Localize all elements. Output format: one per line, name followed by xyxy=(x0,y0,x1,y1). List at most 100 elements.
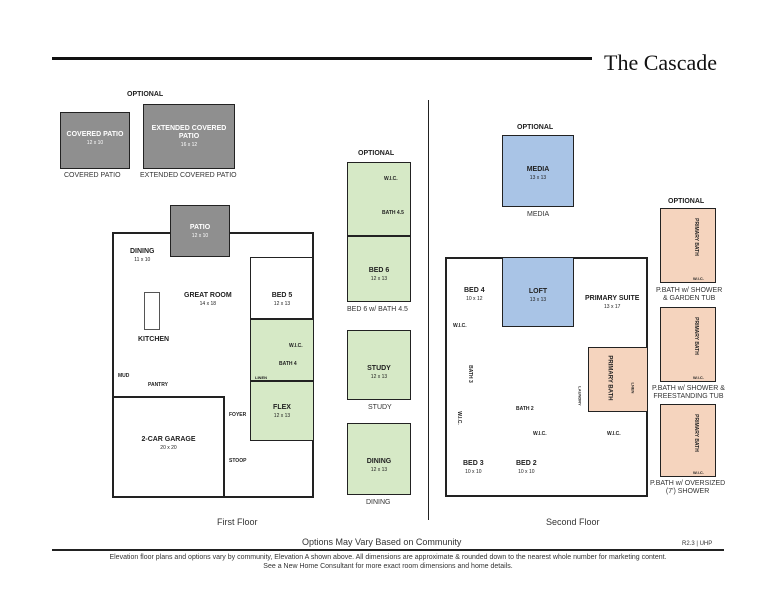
bath4-label: BATH 4 xyxy=(279,361,297,367)
bed3-name: BED 3 xyxy=(463,460,484,467)
bath3-label: BATH 3 xyxy=(466,365,473,383)
wic-a-label: W.I.C. xyxy=(453,323,467,329)
dining-room: DINING 11 x 10 xyxy=(130,248,155,264)
great-room-dims: 14 x 18 xyxy=(199,301,217,307)
options-note: Options May Vary Based on Community xyxy=(302,537,462,547)
plan-title: The Cascade xyxy=(604,50,717,75)
study-name: STUDY xyxy=(367,365,391,372)
bath-option-1-caption-1: P.BATH w/ SHOWER xyxy=(656,287,723,294)
primary-suite-dims: 13 x 17 xyxy=(604,304,621,310)
wic-c-label: W.I.C. xyxy=(533,431,547,437)
laundry-label: LAUNDRY xyxy=(577,386,583,406)
wic-d-label: W.I.C. xyxy=(607,431,621,437)
primary-bath-room: PRIMARY BATH LNEN xyxy=(588,347,648,412)
bed6-option: W.I.C. BATH 4.5 BED 6 12 x 13 xyxy=(347,162,411,302)
foyer-label: FOYER xyxy=(229,412,247,418)
dining-dims: 11 x 10 xyxy=(134,257,151,263)
disclaimer: Elevation floor plans and options vary b… xyxy=(52,553,724,571)
patio-name: PATIO xyxy=(189,224,211,231)
media-name: MEDIA xyxy=(526,166,550,173)
extended-covered-patio-caption: EXTENDED COVERED PATIO xyxy=(140,172,237,179)
bath-option-2-caption-2: FREESTANDING TUB xyxy=(653,393,724,400)
wic-label: W.I.C. xyxy=(289,343,303,349)
media-caption: MEDIA xyxy=(527,211,550,218)
bath-option-2-caption-1: P.BATH w/ SHOWER & xyxy=(652,385,725,392)
bed6-caption: BED 6 w/ BATH 4.5 xyxy=(347,306,408,313)
pantry-label: PANTRY xyxy=(148,382,168,388)
dining-option-name: DINING xyxy=(366,458,392,465)
loft-name: LOFT xyxy=(528,288,548,295)
patio-room: PATIO 12 x 10 xyxy=(170,205,230,257)
bath-option-3-wic: W.I.C. xyxy=(693,470,704,475)
media-dims: 13 x 13 xyxy=(529,175,547,181)
kitchen-label: KITCHEN xyxy=(138,336,170,343)
bath-option-1-name: PRIMARY BATH xyxy=(692,218,699,256)
disclaimer-line-1: Elevation floor plans and options vary b… xyxy=(109,554,667,561)
bed6-wall xyxy=(348,235,410,237)
bed2-dims: 10 x 10 xyxy=(518,469,535,475)
flex-room: FLEX 12 x 13 xyxy=(250,381,314,441)
bath-option-2-caption: P.BATH w/ SHOWER & FREESTANDING TUB xyxy=(652,385,725,401)
garage-dims: 20 x 20 xyxy=(160,445,177,451)
second-floor-label: Second Floor xyxy=(546,517,600,527)
patio-dims: 12 x 10 xyxy=(191,233,209,239)
plan-code: R2.3 | UHP xyxy=(682,541,713,547)
dining-option: DINING 12 x 13 xyxy=(347,423,411,495)
bed6-bath-label: BATH 4.5 xyxy=(382,210,404,216)
stoop-label: STOOP xyxy=(229,458,247,464)
media-option: MEDIA 13 x 13 xyxy=(502,135,574,207)
kitchen-island xyxy=(144,292,160,330)
bath-option-2: PRIMARY BATH W.I.C. xyxy=(660,307,716,382)
primary-suite-room: PRIMARY SUITE 13 x 17 xyxy=(585,295,639,311)
great-room-name: GREAT ROOM xyxy=(184,292,232,299)
bed4-room: BED 4 10 x 12 xyxy=(464,287,485,303)
bath-option-3-caption: P.BATH w/ OVERSIZED (7') SHOWER xyxy=(650,480,725,496)
extended-covered-patio-option: EXTENDED COVERED PATIO 16 x 12 xyxy=(143,104,235,169)
bath-option-3-caption-2: (7') SHOWER xyxy=(665,488,710,495)
extended-covered-patio-name: EXTENDED COVERED PATIO xyxy=(151,125,227,140)
media-optional-label: OPTIONAL xyxy=(517,124,554,131)
bed5-dims: 12 x 13 xyxy=(273,301,291,307)
bed3-dims: 10 x 10 xyxy=(465,469,482,475)
bed4-dims: 10 x 12 xyxy=(466,296,483,302)
study-caption: STUDY xyxy=(368,404,392,411)
bed5-room: BED 5 12 x 13 xyxy=(250,257,314,319)
linen-label: LINEN xyxy=(255,375,267,380)
dining-name: DINING xyxy=(130,248,155,255)
bath-option-1-caption: P.BATH w/ SHOWER & GARDEN TUB xyxy=(656,287,722,303)
optional-patio-label: OPTIONAL xyxy=(127,91,164,98)
primary-bath-label: PRIMARY BATH xyxy=(606,355,613,401)
flex-dims: 12 x 13 xyxy=(273,413,291,419)
great-room: GREAT ROOM 14 x 18 xyxy=(184,292,232,308)
disclaimer-line-2: See a New Home Consultant for more exact… xyxy=(263,563,513,570)
study-option: STUDY 12 x 13 xyxy=(347,330,411,400)
bed6-dims: 12 x 13 xyxy=(370,276,388,282)
covered-patio-option: COVERED PATIO 12 x 10 xyxy=(60,112,130,169)
garage-room: 2-CAR GARAGE 20 x 20 xyxy=(112,396,225,498)
bath-option-3: PRIMARY BATH W.I.C. xyxy=(660,404,716,477)
bed2-name: BED 2 xyxy=(516,460,537,467)
bath-option-3-name: PRIMARY BATH xyxy=(692,414,699,452)
bath-option-1-caption-2: & GARDEN TUB xyxy=(662,295,716,302)
extended-covered-patio-dims: 16 x 12 xyxy=(180,142,198,148)
study-dims: 12 x 13 xyxy=(370,374,388,380)
middle-optional-label: OPTIONAL xyxy=(358,150,395,157)
dining-option-caption: DINING xyxy=(366,499,391,506)
bath-option-1: PRIMARY BATH W.I.C. xyxy=(660,208,716,283)
loft-dims: 13 x 13 xyxy=(529,297,547,303)
footer-rule xyxy=(52,549,724,551)
bed6-name: BED 6 xyxy=(368,267,390,274)
bath4-suite: W.I.C. BATH 4 LINEN xyxy=(250,319,314,381)
bath-option-3-caption-1: P.BATH w/ OVERSIZED xyxy=(650,480,726,487)
bed3-room: BED 3 10 x 10 xyxy=(463,460,484,476)
bath-option-2-name: PRIMARY BATH xyxy=(692,317,699,355)
bath-optional-label: OPTIONAL xyxy=(668,198,705,205)
header-rule xyxy=(52,57,592,60)
bed2-room: BED 2 10 x 10 xyxy=(516,460,537,476)
primary-suite-name: PRIMARY SUITE xyxy=(585,295,640,302)
wic-b-label: W.I.C. xyxy=(455,411,462,425)
covered-patio-dims: 12 x 10 xyxy=(86,140,104,146)
bath-option-1-wic: W.I.C. xyxy=(693,276,704,281)
floor-divider xyxy=(428,100,429,520)
first-floor-label: First Floor xyxy=(217,517,258,527)
